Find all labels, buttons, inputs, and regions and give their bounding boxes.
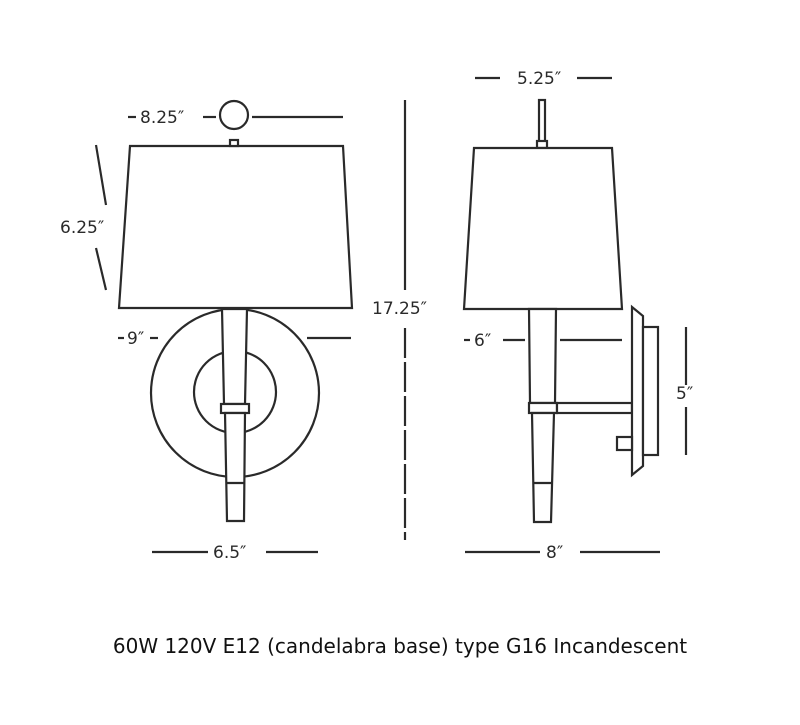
- bulb-spec-caption: 60W 120V E12 (candelabra base) type G16 …: [112, 634, 688, 658]
- front-view: 8.25″ 6.25″ 9″ 6.5″: [60, 99, 354, 563]
- finial-ring: [218, 99, 250, 131]
- side-view: 5.25″ 6″ 5″ 8″: [462, 69, 693, 563]
- dim-extension: 8″: [546, 543, 563, 563]
- dim-backplate-height: 5″: [676, 384, 693, 404]
- dim-shade-height: 6.25″: [60, 218, 104, 238]
- side-knob: [615, 435, 634, 452]
- front-arm-upper: [220, 307, 249, 406]
- side-arm-band: [527, 401, 559, 415]
- front-arm-lower: [223, 411, 247, 523]
- front-arm-band: [219, 402, 251, 415]
- dim-side-shade-width: 5.25″: [517, 69, 561, 89]
- side-arm-bracket: [555, 401, 634, 415]
- side-shade: [462, 146, 624, 311]
- side-rod: [537, 98, 547, 144]
- dim-shade-width: 8.25″: [140, 108, 184, 128]
- dim-backplate: 9″: [127, 329, 144, 349]
- side-backplate: [630, 304, 645, 478]
- dim-projection: 6″: [474, 331, 491, 351]
- dim-base-width: 6.5″: [213, 543, 246, 563]
- side-arm-upper: [527, 307, 558, 405]
- finial-stem: [228, 138, 240, 148]
- front-shade: [117, 144, 354, 310]
- dim-overall-height: 17.25″: [372, 299, 427, 319]
- side-arm-lower: [530, 411, 556, 524]
- side-mount-box: [641, 325, 660, 457]
